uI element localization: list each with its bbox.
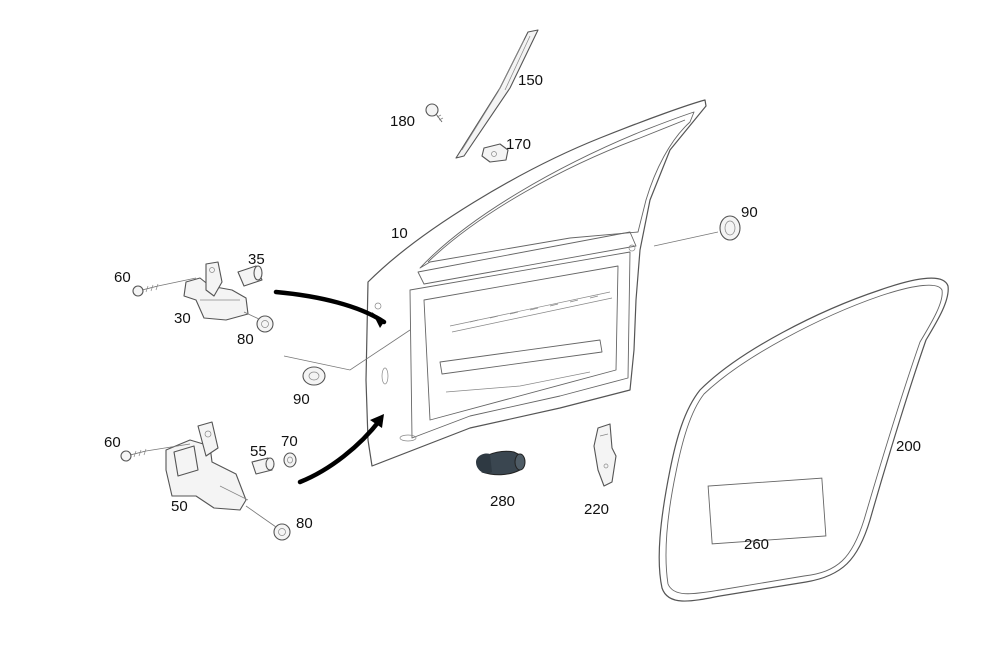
callout-50: 50 <box>171 498 188 515</box>
grommet-icon-right <box>653 215 741 247</box>
callout-260: 260 <box>744 536 769 553</box>
arrow-lower <box>297 417 383 485</box>
callout-80-bottom: 80 <box>296 515 313 532</box>
bolt-sleeve-icon-lower <box>251 457 275 475</box>
screw-icon <box>425 103 444 123</box>
callout-55: 55 <box>250 443 267 460</box>
nut-icon-bottom <box>245 505 291 541</box>
callout-180: 180 <box>390 113 415 130</box>
nut-icon-70 <box>283 452 297 468</box>
arrowhead-lower <box>370 414 384 428</box>
callout-80-top: 80 <box>237 331 254 348</box>
callout-60-top: 60 <box>114 269 131 286</box>
label-sticker <box>707 477 827 545</box>
nut-icon-top <box>243 311 274 333</box>
callout-35: 35 <box>248 251 265 268</box>
bracket-icon <box>593 423 617 487</box>
callout-70: 70 <box>281 433 298 450</box>
lower-hinge <box>165 421 249 511</box>
door-shell <box>365 99 707 467</box>
callout-170: 170 <box>506 136 531 153</box>
screw-icon-bottom <box>120 443 191 462</box>
clip-icon <box>481 143 509 163</box>
callout-60-bottom: 60 <box>104 434 121 451</box>
upper-hinge <box>183 261 249 321</box>
callout-220: 220 <box>584 501 609 518</box>
door-seal <box>658 277 949 602</box>
callout-150: 150 <box>518 72 543 89</box>
plug-icon <box>476 450 526 476</box>
window-trim-strip <box>455 29 539 159</box>
callout-90-right: 90 <box>741 204 758 221</box>
bolt-sleeve-icon <box>237 265 263 287</box>
grommet-icon-left <box>302 366 326 386</box>
callout-280: 280 <box>490 493 515 510</box>
callout-200: 200 <box>896 438 921 455</box>
arrowhead-upper <box>372 312 384 328</box>
callout-90-left: 90 <box>293 391 310 408</box>
callout-10: 10 <box>391 225 408 242</box>
grommet-leader <box>283 329 411 371</box>
screw-icon-top <box>132 277 197 297</box>
callout-30: 30 <box>174 310 191 327</box>
